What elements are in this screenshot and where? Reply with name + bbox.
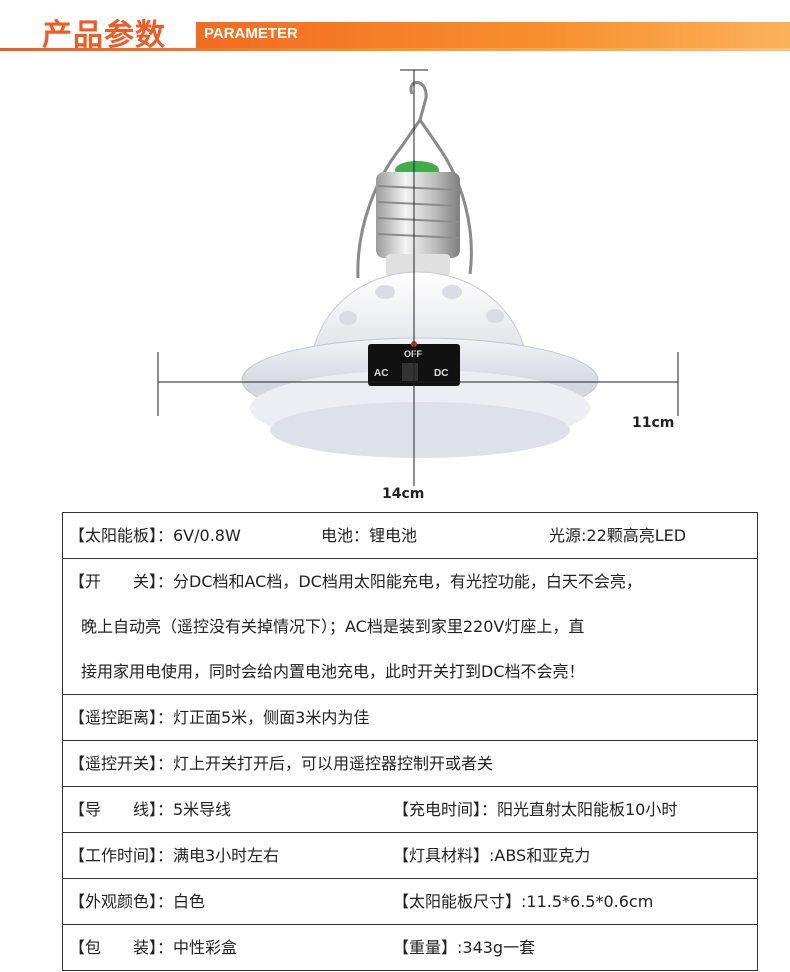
- param-package: 【包 装】：中性彩盒: [69, 938, 238, 957]
- param-switch-line2: 晚上自动亮（遥控没有关掉情况下）；AC档是装到家里220V灯座上，直: [81, 617, 585, 636]
- table-row: 【包 装】：中性彩盒 【重量】:343g一套: [63, 925, 757, 970]
- title-bar: PARAMETER: [196, 22, 790, 48]
- table-row: 接用家用电使用，同时会给内置电池充电，此时开关打到DC档不会亮！: [63, 649, 757, 695]
- table-row: 【导 线】：5米导线 【充电时间】：阳光直射太阳能板10小时: [63, 787, 757, 833]
- param-work-time: 【工作时间】：满电3小时左右: [69, 846, 280, 865]
- param-color: 【外观颜色】：白色: [69, 892, 206, 911]
- page-title: 产品参数: [42, 18, 166, 53]
- hook-wire: [356, 81, 428, 279]
- table-row: 【遥控距离】：灯正面5米，侧面3米内为佳: [63, 695, 757, 741]
- solar-lamp-illustration: OFF AC DC: [157, 69, 679, 486]
- param-remote-switch: 【遥控开关】：灯上开关打开后，可以用遥控器控制开或者关: [69, 754, 494, 773]
- width-dimension-label: 14cm: [382, 486, 425, 502]
- param-weight: 【重量】:343g一套: [393, 938, 536, 957]
- product-figure: OFF AC DC 11cm 14cm: [150, 68, 690, 502]
- switch-dc-label: DC: [434, 368, 448, 379]
- param-light-source: 光源:22颗高亮LED: [549, 526, 687, 545]
- switch-ac-label: AC: [374, 368, 388, 379]
- param-material: 【灯具材料】:ABS和亚克力: [393, 846, 591, 865]
- header-underline: [0, 48, 790, 51]
- header-banner: 产品参数 PARAMETER: [0, 0, 790, 62]
- parameter-table: 【太阳能板】：6V/0.8W 电池：锂电池 光源:22颗高亮LED 【开 关】：…: [62, 512, 758, 971]
- table-row: 【太阳能板】：6V/0.8W 电池：锂电池 光源:22颗高亮LED: [63, 513, 757, 559]
- param-switch-line3: 接用家用电使用，同时会给内置电池充电，此时开关打到DC档不会亮！: [81, 662, 585, 681]
- param-charge-time: 【充电时间】：阳光直射太阳能板10小时: [393, 800, 678, 819]
- table-row: 【外观颜色】：白色 【太阳能板尺寸】:11.5*6.5*0.6cm: [63, 879, 757, 925]
- param-panel-size: 【太阳能板尺寸】:11.5*6.5*0.6cm: [393, 892, 654, 911]
- table-row: 【工作时间】：满电3小时左右 【灯具材料】:ABS和亚克力: [63, 833, 757, 879]
- height-dimension-label: 11cm: [632, 415, 675, 431]
- table-row: 【遥控开关】：灯上开关打开后，可以用遥控器控制开或者关: [63, 741, 757, 787]
- switch-off-label: OFF: [404, 349, 422, 359]
- table-row: 【开 关】：分DC档和AC档，DC档用太阳能充电，有光控功能，白天不会亮，: [63, 559, 757, 604]
- table-row: 晚上自动亮（遥控没有关掉情况下）；AC档是装到家里220V灯座上，直: [63, 604, 757, 649]
- param-remote-distance: 【遥控距离】：灯正面5米，侧面3米内为佳: [69, 708, 370, 727]
- param-wire: 【导 线】：5米导线: [69, 800, 232, 819]
- param-switch-line1: 【开 关】：分DC档和AC档，DC档用太阳能充电，有光控功能，白天不会亮，: [69, 572, 642, 591]
- page-subtitle: PARAMETER: [204, 25, 298, 42]
- screw-base: [376, 172, 460, 258]
- param-solar-panel: 【太阳能板】：6V/0.8W: [69, 526, 241, 545]
- param-battery: 电池：锂电池: [321, 526, 418, 545]
